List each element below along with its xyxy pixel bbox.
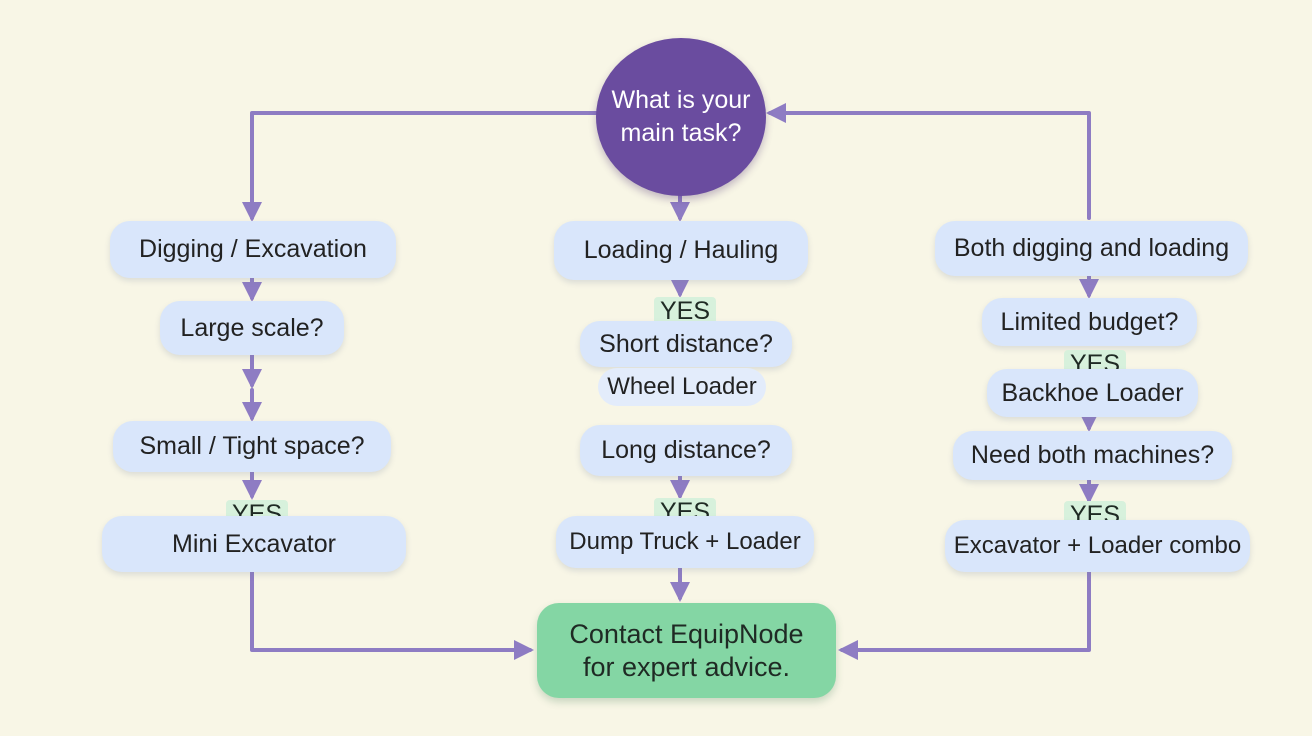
middle-yes-label-1: YES (654, 297, 716, 325)
start-node-line1: What is your (611, 86, 751, 114)
middle-question-short-distance: Short distance? (580, 321, 792, 367)
middle-category-node: Loading / Hauling (554, 221, 808, 280)
edge-right-to-start (766, 103, 1091, 220)
left-question-tight-space: Small / Tight space? (113, 421, 391, 472)
right-result-backhoe-loader: Backhoe Loader (987, 369, 1198, 417)
right-result-excavator-loader-combo: Excavator + Loader combo (945, 520, 1250, 572)
right-category-node: Both digging and loading (935, 221, 1248, 276)
edge-right-result-to-final (838, 570, 1091, 660)
final-line2: for expert advice. (582, 651, 791, 682)
final-line1: Contact EquipNode (569, 618, 804, 649)
middle-result-wheel-loader: Wheel Loader (598, 368, 766, 406)
edge-left-result-to-final (250, 570, 534, 660)
left-question-large-scale: Large scale? (160, 301, 344, 355)
middle-question-long-distance: Long distance? (580, 425, 792, 476)
middle-result-dump-truck-loader: Dump Truck + Loader (556, 516, 814, 568)
edge-start-to-left (242, 111, 600, 222)
start-node-line2: main task? (620, 119, 742, 147)
left-category-node: Digging / Excavation (110, 221, 396, 278)
start-node: What is your main task? (596, 38, 766, 196)
left-result-mini-excavator: Mini Excavator (102, 516, 406, 572)
right-question-limited-budget: Limited budget? (982, 298, 1197, 346)
right-question-need-both: Need both machines? (953, 431, 1232, 480)
final-contact-node: Contact EquipNode for expert advice. (537, 603, 836, 698)
